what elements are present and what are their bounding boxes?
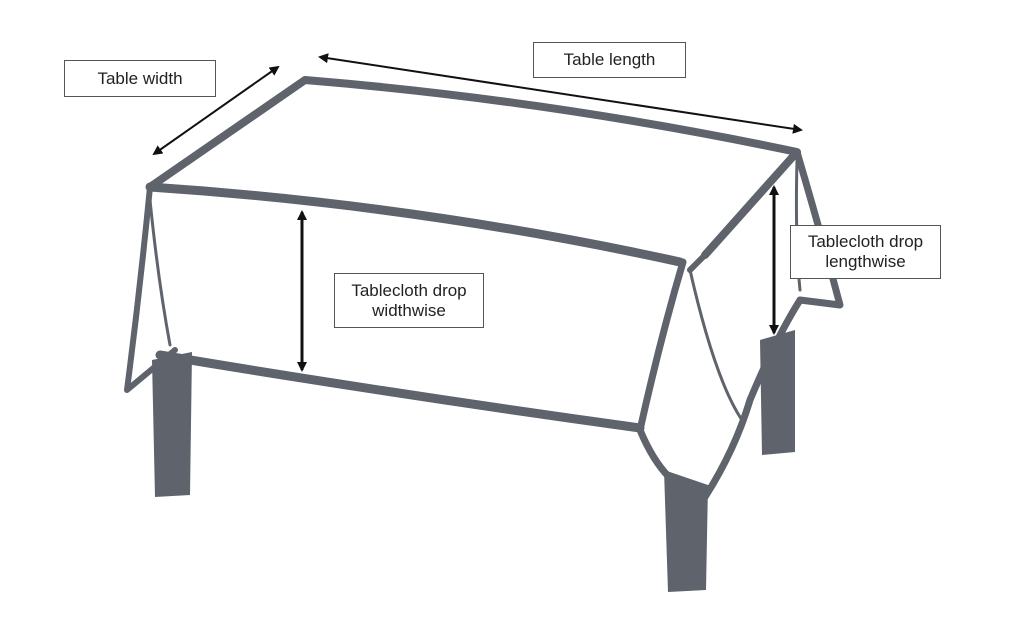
table-length-arrow	[318, 53, 803, 134]
leg-front-left	[152, 352, 192, 497]
drop-lengthwise-text-2: lengthwise	[825, 252, 906, 271]
drop-lengthwise-text-1: Tablecloth drop	[807, 232, 924, 251]
drop-widthwise-text-1: Tablecloth drop	[351, 280, 467, 300]
drop-lengthwise-label: Tablecloth drop lengthwise	[790, 225, 941, 279]
drop-widthwise-text-2: widthwise	[372, 300, 446, 320]
table-width-text: Table width	[97, 68, 183, 88]
table-length-label: Table length	[533, 42, 686, 78]
table-width-label: Table width	[64, 60, 216, 97]
drop-widthwise-label: Tablecloth drop widthwise	[334, 273, 484, 328]
table-width-arrow	[152, 65, 280, 156]
leg-front-right	[664, 470, 708, 592]
leg-back-right	[760, 330, 795, 455]
table-length-text: Table length	[563, 50, 656, 69]
